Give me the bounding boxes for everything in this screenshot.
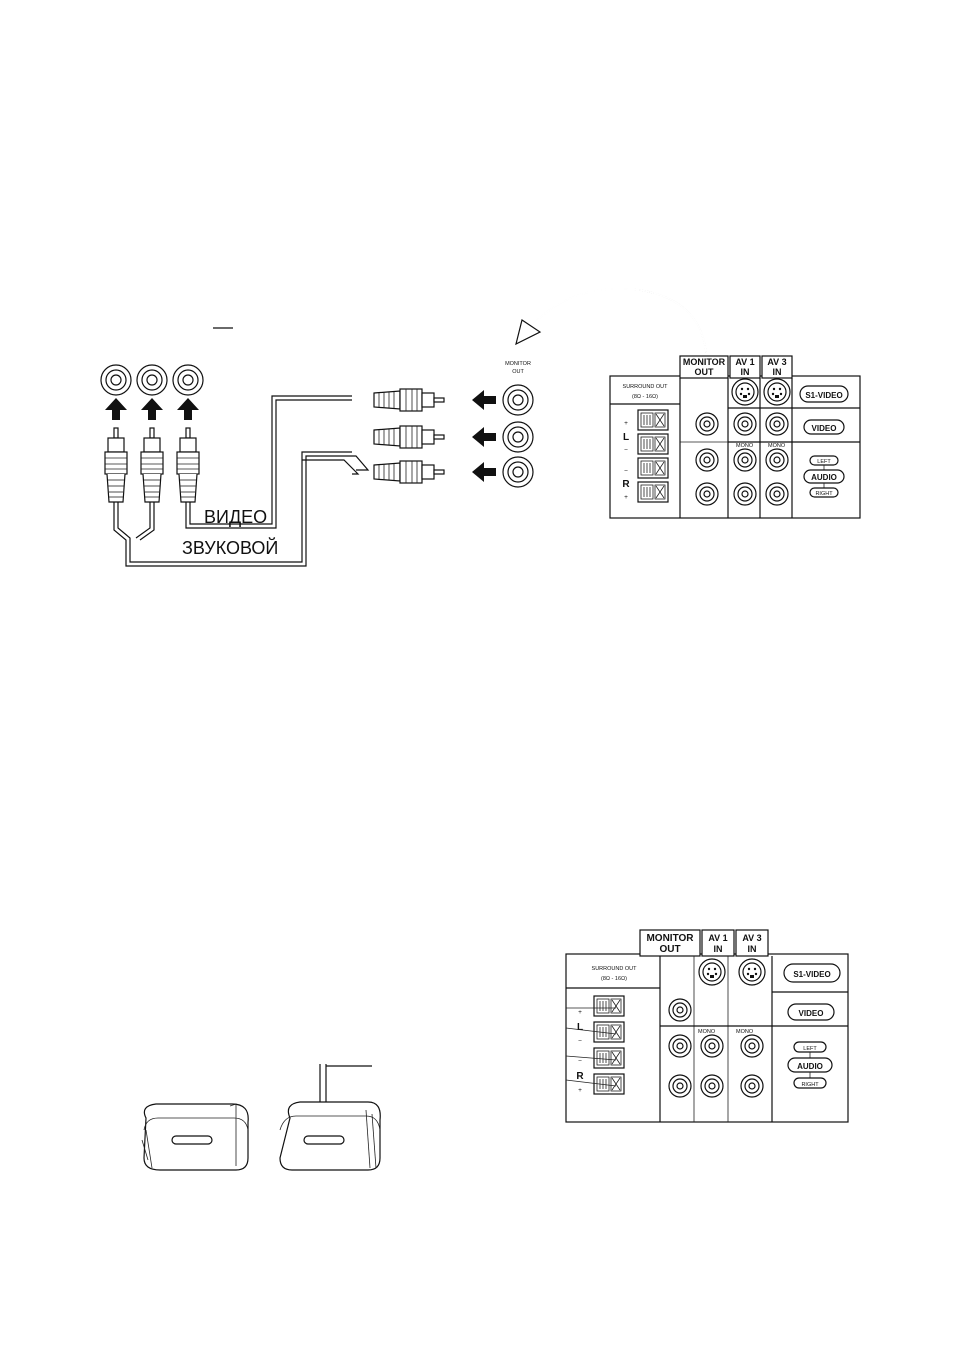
svg-text:SURROUND OUT: SURROUND OUT <box>623 384 669 390</box>
svg-text:AV 3: AV 3 <box>742 933 761 943</box>
svg-text:LEFT: LEFT <box>803 1046 817 1052</box>
bottom-speaker-diagram: MONITOR OUT AV 1 IN AV 3 IN SURROUND OUT… <box>142 930 848 1170</box>
svg-text:AUDIO: AUDIO <box>811 473 837 482</box>
left-arrow-icon <box>472 427 496 447</box>
svg-text:MONITOR: MONITOR <box>646 933 694 944</box>
svg-text:LEFT: LEFT <box>817 459 831 465</box>
monitor-out-jacks: MONITOR OUT <box>503 361 533 487</box>
svg-text:MONO: MONO <box>736 443 754 449</box>
svg-text:OUT: OUT <box>695 367 715 377</box>
svg-text:RIGHT: RIGHT <box>815 491 833 497</box>
monitor-out-small-label-1: MONITOR <box>505 361 531 367</box>
svg-text:RIGHT: RIGHT <box>801 1082 819 1088</box>
rca-plug-icon <box>374 389 444 411</box>
up-arrow-icon <box>177 398 199 420</box>
svg-text:VIDEO: VIDEO <box>799 1009 824 1018</box>
rear-panel-bottom: MONITOR OUT AV 1 IN AV 3 IN SURROUND OUT… <box>566 930 848 1122</box>
rca-plug-icon <box>374 426 444 448</box>
svg-text:−: − <box>624 468 628 475</box>
svg-text:R: R <box>576 1071 584 1082</box>
svg-text:S1-VIDEO: S1-VIDEO <box>793 970 830 979</box>
svg-text:IN: IN <box>748 944 757 954</box>
svg-text:IN: IN <box>773 367 782 377</box>
rear-panel-top: MONITOR OUT AV 1 IN AV 3 IN SURROUND OUT… <box>610 356 860 518</box>
svg-text:S1-VIDEO: S1-VIDEO <box>805 391 842 400</box>
svg-text:MONO: MONO <box>698 1029 716 1035</box>
svg-text:−: − <box>578 1038 582 1045</box>
rca-plug-icon <box>105 428 127 502</box>
tv-jack-left-audio <box>101 365 131 395</box>
speaker-right-icon <box>280 1064 380 1170</box>
monitor-out-small-label-2: OUT <box>512 369 524 375</box>
svg-text:SURROUND OUT: SURROUND OUT <box>592 966 638 972</box>
svg-text:OUT: OUT <box>659 944 680 955</box>
svg-text:AV 1: AV 1 <box>735 357 754 367</box>
svg-text:MONITOR: MONITOR <box>683 357 726 367</box>
svg-text:L: L <box>623 432 629 443</box>
svg-text:(8Ω - 16Ω): (8Ω - 16Ω) <box>632 394 658 400</box>
svg-text:IN: IN <box>714 944 723 954</box>
svg-text:−: − <box>624 447 628 454</box>
up-arrow-icon <box>141 398 163 420</box>
svg-text:MONO: MONO <box>768 443 786 449</box>
svg-text:VIDEO: VIDEO <box>812 424 837 433</box>
left-arrow-icon <box>472 390 496 410</box>
svg-text:AV 3: AV 3 <box>767 357 786 367</box>
tv-jack-right-audio <box>137 365 167 395</box>
svg-text:+: + <box>578 1087 582 1094</box>
up-arrow-icon <box>105 398 127 420</box>
left-arrow-icon <box>472 462 496 482</box>
svg-text:AV 1: AV 1 <box>708 933 727 943</box>
svg-text:−: − <box>578 1058 582 1065</box>
svg-text:IN: IN <box>741 367 750 377</box>
rca-plug-icon <box>374 461 444 483</box>
svg-text:+: + <box>578 1009 582 1016</box>
svg-text:AUDIO: AUDIO <box>797 1062 823 1071</box>
svg-text:R: R <box>622 479 630 490</box>
top-connection-diagram: MONITOR OUT ВИДЕО ЗВУКОВОЙ MONITOR OUT A… <box>101 289 860 566</box>
svg-text:L: L <box>577 1022 583 1033</box>
svg-text:+: + <box>624 494 628 501</box>
rca-plug-icon <box>141 428 163 502</box>
svg-text:(8Ω - 16Ω): (8Ω - 16Ω) <box>601 976 627 982</box>
audio-cable-label: ЗВУКОВОЙ <box>182 537 278 558</box>
rca-plug-icon <box>177 428 199 502</box>
tv-jack-video <box>173 365 203 395</box>
curved-arrow-icon <box>516 289 706 352</box>
tv-input-jacks <box>101 365 203 395</box>
video-cable-label: ВИДЕО <box>204 507 267 527</box>
svg-text:+: + <box>624 420 628 427</box>
speaker-left-icon <box>142 1104 248 1170</box>
svg-text:MONO: MONO <box>736 1029 754 1035</box>
